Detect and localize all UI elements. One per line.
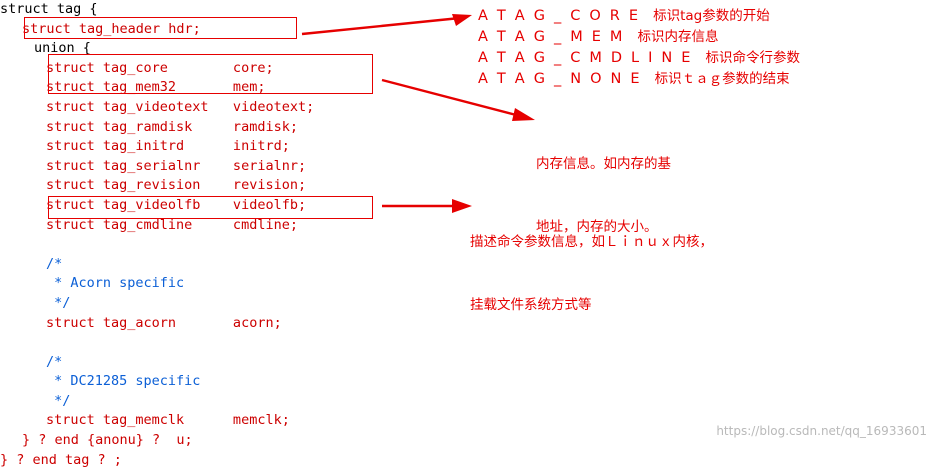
- code-line: [0, 333, 520, 353]
- code-line: struct tag_memclk memclk;: [46, 412, 290, 429]
- code-line: struct tag_header hdr;: [22, 20, 201, 37]
- code-line: struct tag_initrd initrd;: [46, 138, 290, 155]
- code-line: struct tag_acorn acorn;: [46, 314, 282, 331]
- code-line: struct tag {: [0, 1, 98, 17]
- code-line: struct tag_cmdline cmdline;: [46, 216, 298, 233]
- legend-tag: A T A G _ N O N E: [478, 71, 642, 87]
- code-line: struct tag_videotext videotext;: [46, 98, 315, 115]
- code-line: struct tag_videolfb videolfb;: [46, 196, 307, 213]
- code-line: struct tag_ramdisk ramdisk;: [46, 118, 298, 135]
- code-block: struct tag { struct tag_header hdr; union …: [0, 1, 520, 468]
- legend-row: A T A G _ N O N E 标识ｔａｇ参数的结束: [478, 69, 800, 90]
- code-line: */: [46, 392, 71, 409]
- arrow-hdr-to-legend: [301, 14, 472, 36]
- code-line: * DC21285 specific: [46, 373, 201, 390]
- code-line: struct tag_mem32 mem;: [46, 79, 266, 96]
- watermark: https://blog.csdn.net/qq_16933601: [716, 424, 927, 438]
- code-line: struct tag_revision revision;: [46, 177, 307, 194]
- legend-tag: A T A G _ C O R E: [478, 8, 641, 24]
- code-line: union {: [34, 40, 91, 57]
- code-line: /*: [46, 353, 63, 370]
- code-line: * Acorn specific: [46, 275, 185, 292]
- cmdline-annotation: 描述命令参数信息，如Ｌｉｎｕｘ内核， 挂载文件系统方式等: [470, 190, 713, 337]
- arrow-cmdline-to-note: [382, 199, 472, 213]
- cmdline-annotation-line-1: 描述命令参数信息，如Ｌｉｎｕｘ内核，: [470, 234, 713, 250]
- mem-annotation-line-2: 地址，内存的大小。: [536, 219, 658, 235]
- legend-tag: A T A G _ C M D L I N E: [478, 50, 693, 66]
- code-line: /*: [46, 255, 63, 272]
- legend-row: A T A G _ M E M 标识内存信息: [478, 27, 800, 48]
- arrow-mem-to-note: [381, 78, 535, 121]
- legend-desc: 标识命令行参数: [705, 50, 801, 66]
- mem-annotation-line-1: 内存信息。如内存的基: [536, 156, 671, 172]
- legend-row: A T A G _ C O R E 标识tag参数的开始: [478, 6, 800, 27]
- legend-desc: 标识tag参数的开始: [653, 8, 770, 24]
- code-line: struct tag_serialnr serialnr;: [46, 157, 307, 174]
- legend-desc: 标识ｔａｇ参数的结束: [654, 71, 790, 87]
- cmdline-annotation-line-2: 挂载文件系统方式等: [470, 297, 592, 313]
- legend-tag: A T A G _ M E M: [478, 29, 625, 45]
- code-line: [0, 235, 520, 255]
- code-line: struct tag_core core;: [46, 59, 274, 76]
- mem-annotation: 内存信息。如内存的基 地址，内存的大小。: [536, 112, 671, 259]
- code-line: } ? end {anonu} ? u;: [22, 432, 193, 449]
- code-line: } ? end tag ? ;: [0, 451, 122, 468]
- code-line: */: [46, 294, 71, 311]
- legend-row: A T A G _ C M D L I N E 标识命令行参数: [478, 48, 800, 69]
- legend-desc: 标识内存信息: [637, 29, 719, 45]
